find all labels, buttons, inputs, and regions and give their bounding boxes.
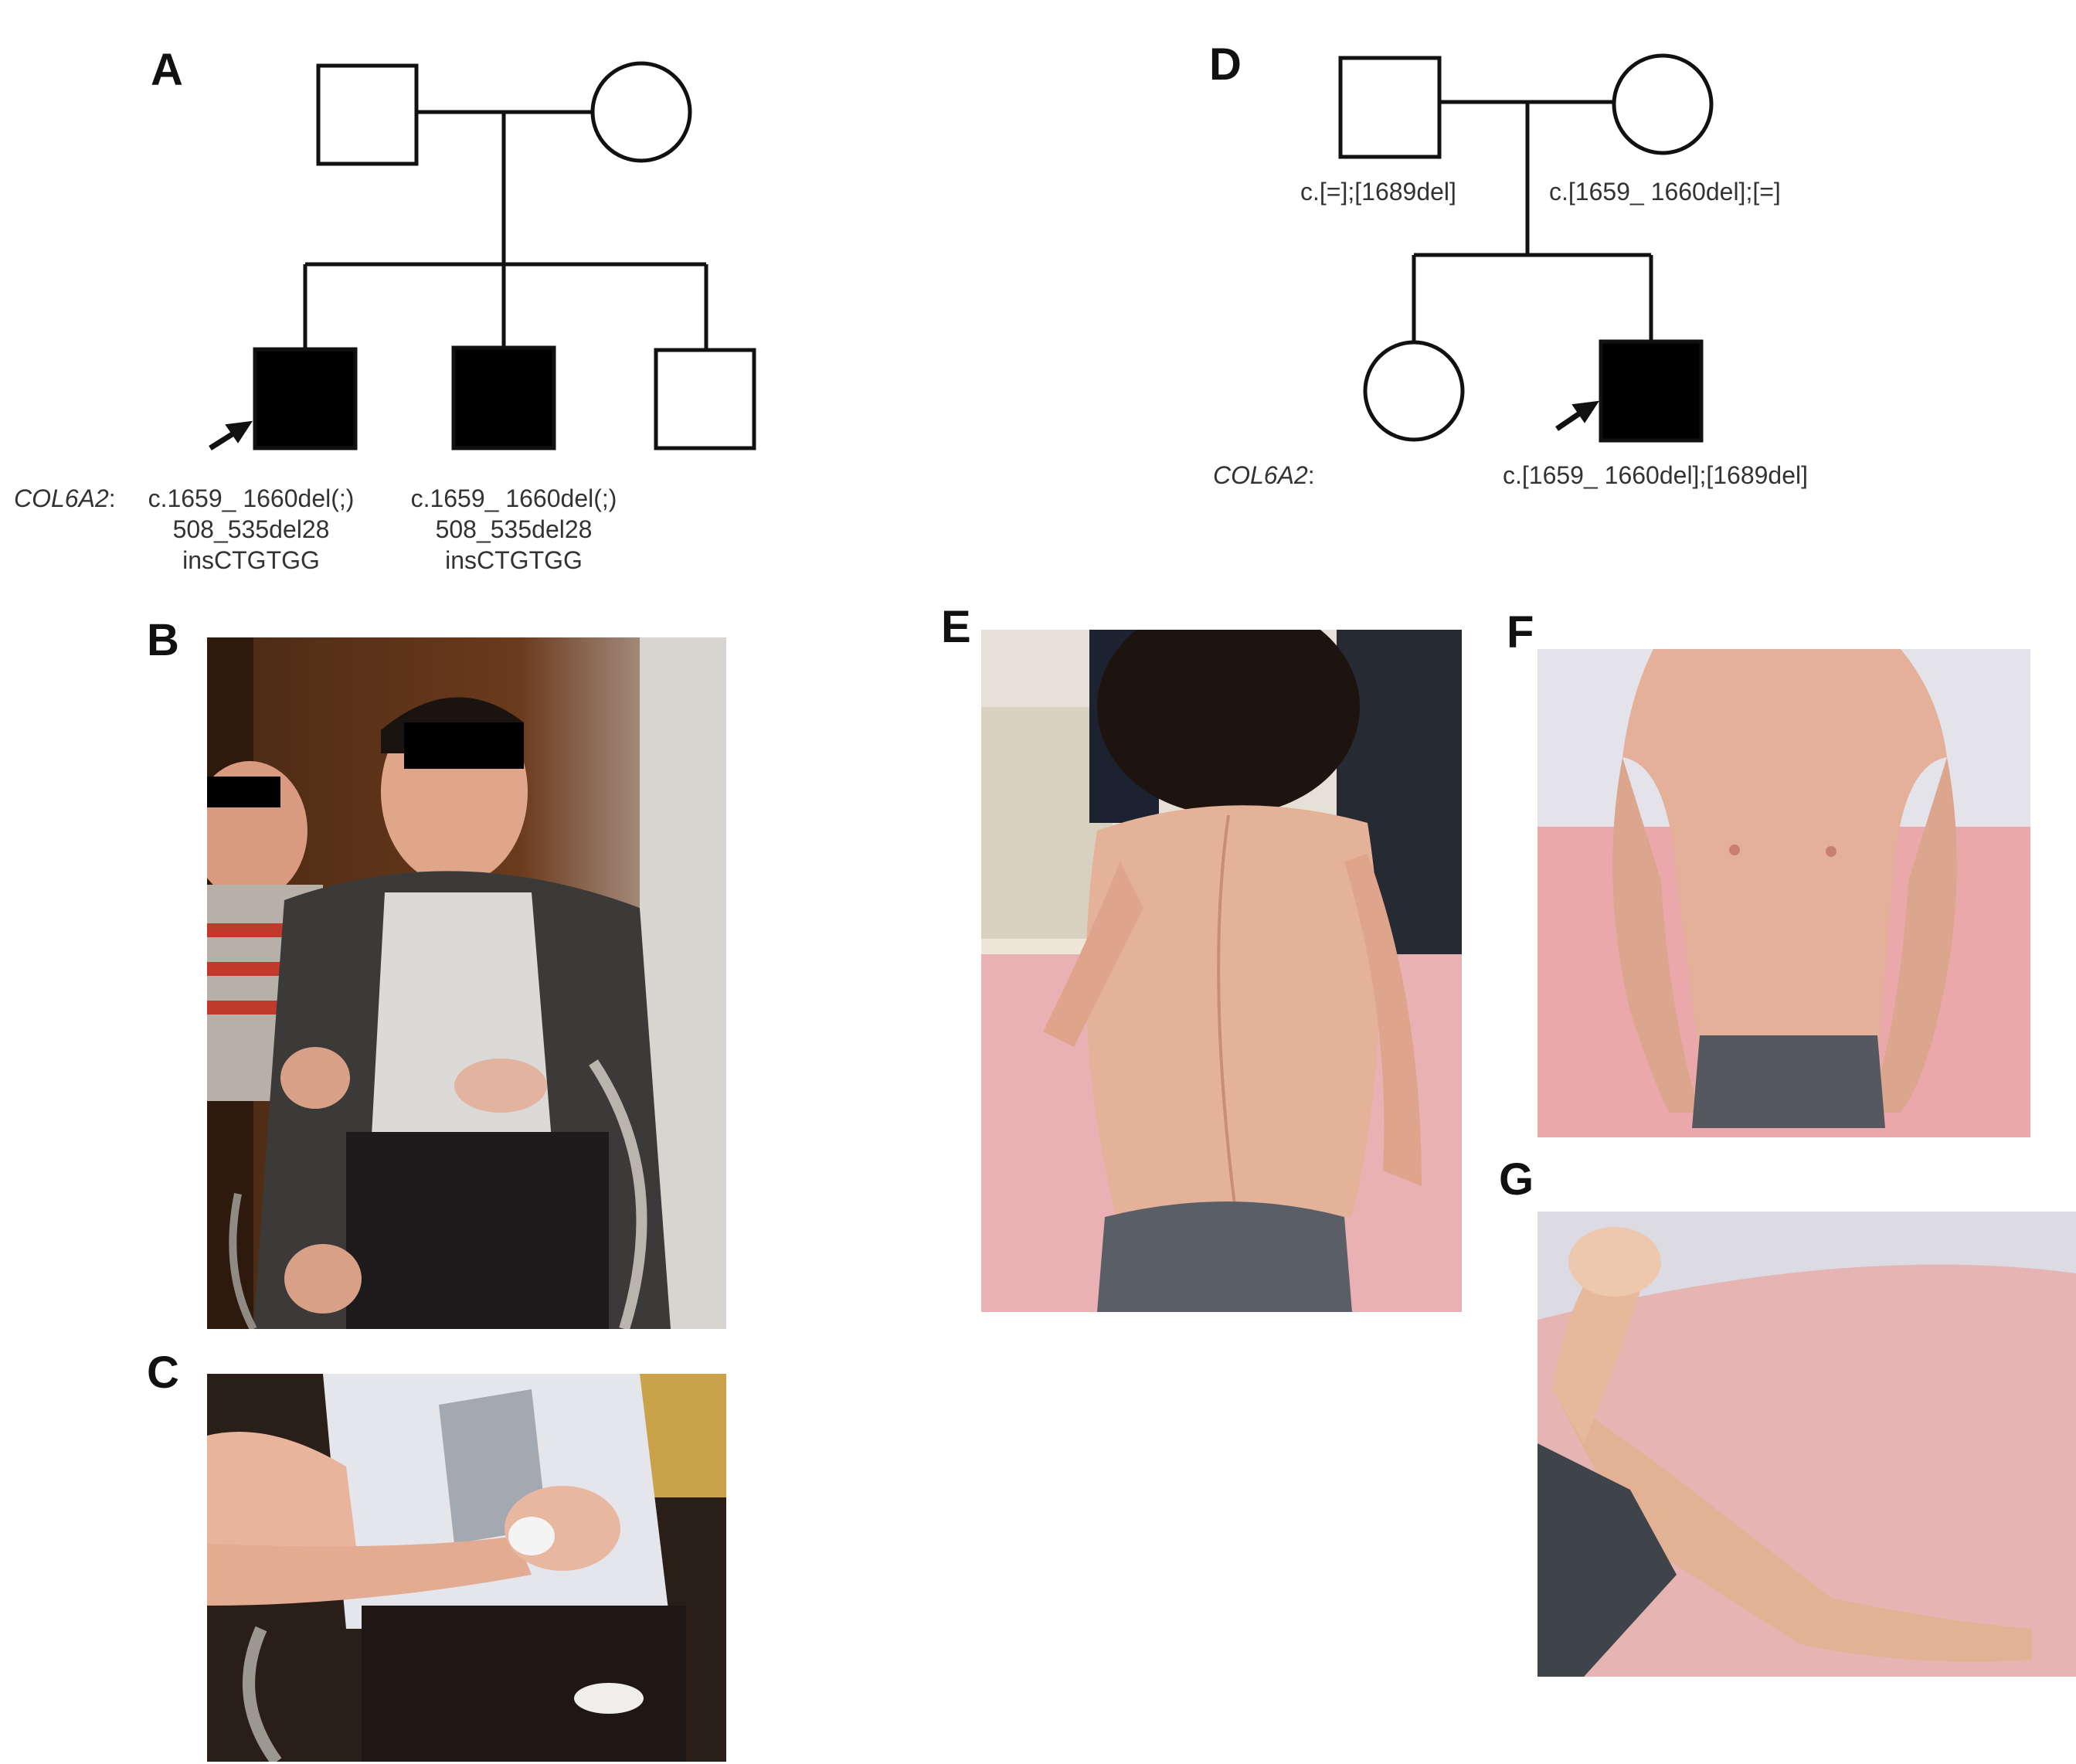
pedigree-a-sibling-genotype: c.1659_ 1660del(;) 508_535del28 insCTGTG… bbox=[410, 484, 617, 574]
pedigree-a-affected-brother bbox=[451, 345, 556, 450]
pedigree-a-mother bbox=[590, 61, 692, 163]
pedigree-d-gene-label: COL6A2: bbox=[1213, 461, 1315, 489]
panel-label-b: B bbox=[147, 615, 179, 665]
photo-g-leg-contracture bbox=[1537, 1212, 2076, 1677]
eye-censor-bar-patient bbox=[404, 722, 524, 769]
photo-c-hand-contractures bbox=[207, 1374, 726, 1762]
panel-label-d: D bbox=[1209, 39, 1242, 90]
gene-name: COL6A2 bbox=[14, 484, 109, 512]
pedigree-a-proband bbox=[253, 347, 358, 450]
panel-label-a: A bbox=[151, 45, 183, 95]
pedigree-d-mother bbox=[1612, 53, 1714, 155]
panel-label-f: F bbox=[1507, 607, 1534, 658]
pedigree-d-proband bbox=[1599, 339, 1704, 443]
pedigree-d-father-genotype: c.[=];[1689del] bbox=[1300, 178, 1456, 206]
photo-f-anterior-torso bbox=[1537, 649, 2030, 1137]
eye-censor-bar-sibling bbox=[207, 777, 280, 807]
photo-b-patient-wheelchair bbox=[207, 637, 726, 1329]
pedigree-a-gene-label: COL6A2: bbox=[14, 484, 116, 512]
gene-name: COL6A2 bbox=[1213, 461, 1308, 489]
pedigree-a-father bbox=[316, 63, 419, 166]
pedigree-a-unaffected-brother bbox=[654, 348, 756, 450]
pedigree-a-proband-arrow bbox=[209, 420, 253, 450]
pedigree-d-proband-genotype: c.[1659_ 1660del];[1689del] bbox=[1503, 461, 1808, 489]
pedigree-d-father bbox=[1338, 56, 1442, 159]
pedigree-d-mother-genotype: c.[1659_ 1660del];[=] bbox=[1549, 178, 1781, 206]
panel-label-e: E bbox=[941, 602, 971, 652]
panel-label-g: G bbox=[1499, 1154, 1534, 1205]
photo-e-back-scoliosis bbox=[981, 630, 1462, 1312]
pedigree-d-proband-arrow bbox=[1555, 400, 1600, 431]
pedigree-d-sister bbox=[1363, 340, 1465, 442]
pedigree-a-proband-genotype: c.1659_ 1660del(;) 508_535del28 insCTGTG… bbox=[148, 484, 355, 574]
pedigree-a bbox=[253, 61, 756, 450]
pedigree-d bbox=[1338, 53, 1714, 443]
panel-label-c: C bbox=[147, 1348, 179, 1398]
